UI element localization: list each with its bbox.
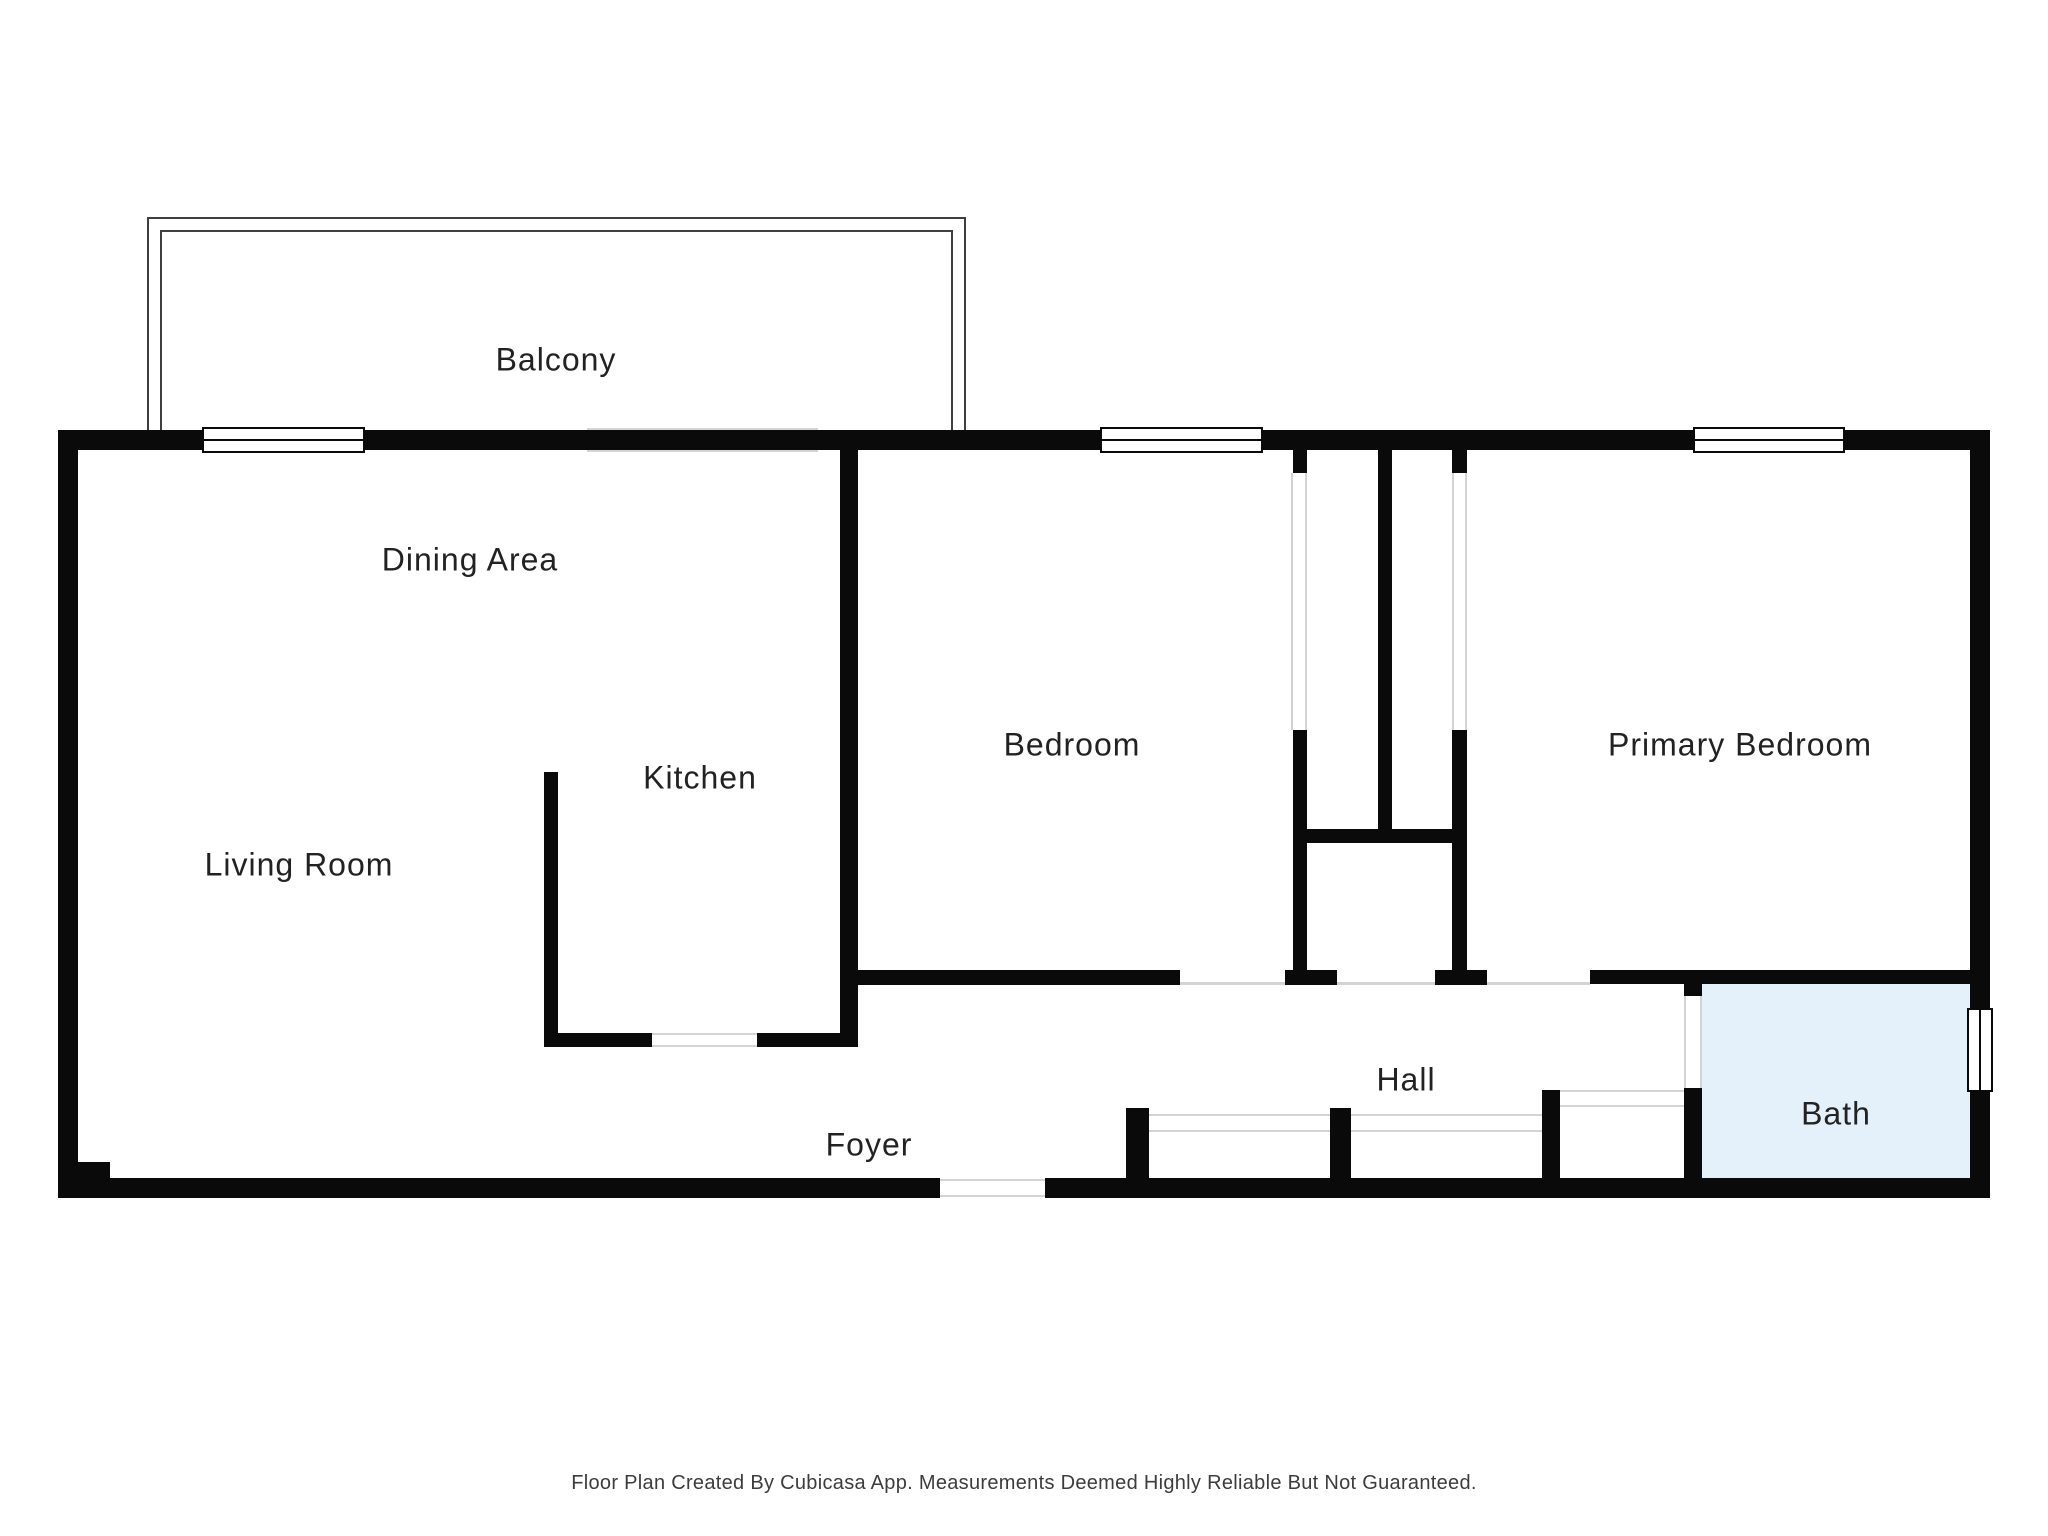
hall-closet-door [1351, 1114, 1542, 1116]
room-label-hall: Hall [1376, 1061, 1436, 1098]
window-bedroom [1100, 427, 1263, 453]
window-bath [1967, 1008, 1993, 1092]
room-label-bedroom: Bedroom [1003, 726, 1141, 763]
wall-kitchen-left [544, 772, 558, 1047]
wall-bedroom-bottom [858, 970, 1180, 985]
exterior-wall-right [1970, 1092, 1990, 1198]
wall-closet-center [1378, 450, 1392, 843]
primary-closet-door [1465, 473, 1467, 730]
wall-bath-left [1684, 1088, 1702, 1198]
balcony-outline-inner [160, 230, 953, 440]
window-living-room [202, 427, 365, 453]
window-primary-bedroom [1693, 427, 1845, 453]
bedroom-closet-door [1291, 473, 1293, 730]
wall-hall-closet-stub [1542, 1090, 1560, 1178]
bath-door-opening [1684, 996, 1686, 1088]
hall-closet-door [1560, 1105, 1684, 1107]
exterior-wall-bottom [58, 1178, 940, 1198]
wall-kitchen-bottom [757, 1033, 858, 1047]
room-label-balcony: Balcony [495, 341, 617, 378]
primary-closet-door [1452, 473, 1454, 730]
wall-bedroom-door-jamb [1285, 970, 1337, 985]
kitchen-opening [652, 1045, 757, 1047]
bath-floor-fill [1702, 984, 1970, 1178]
wall-primary-closet [1452, 450, 1467, 473]
hall-closet-door [1560, 1090, 1684, 1092]
exterior-wall-bottom [1045, 1178, 1990, 1198]
room-label-kitchen: Kitchen [643, 759, 757, 796]
kitchen-opening [652, 1033, 757, 1035]
wall-hall-north [1590, 970, 1990, 984]
room-label-dining-area: Dining Area [381, 541, 559, 578]
exterior-wall-corner-step [78, 1162, 110, 1178]
hall-boundary-line [1180, 982, 1590, 985]
balcony-outline-outer [147, 217, 966, 440]
wall-dining-bedroom [840, 450, 858, 1047]
entry-door-opening [940, 1195, 1045, 1197]
room-label-living-room: Living Room [204, 846, 394, 883]
room-label-foyer: Foyer [825, 1126, 913, 1163]
wall-bedroom-closet [1293, 730, 1307, 970]
bath-door-opening [1700, 996, 1702, 1088]
entry-door-opening [940, 1179, 1045, 1181]
balcony-door-opening [587, 450, 818, 452]
room-label-bath: Bath [1801, 1095, 1871, 1132]
room-label-primary-bedroom: Primary Bedroom [1608, 726, 1872, 763]
footer-disclaimer: Floor Plan Created By Cubicasa App. Meas… [571, 1472, 1477, 1494]
balcony-door-opening [587, 428, 818, 430]
wall-bath-left [1684, 984, 1702, 996]
bedroom-closet-door [1305, 473, 1307, 730]
wall-hall-closet-stub [1126, 1108, 1149, 1178]
wall-kitchen-bottom [544, 1033, 652, 1047]
exterior-wall-left [58, 450, 78, 1198]
wall-hall-closet-stub [1330, 1108, 1351, 1178]
hall-closet-door [1351, 1130, 1542, 1132]
exterior-wall-right [1970, 450, 1990, 1008]
hall-closet-door [1149, 1114, 1330, 1116]
wall-primary-door-jamb [1435, 970, 1487, 985]
hall-closet-door [1149, 1130, 1330, 1132]
wall-bedroom-closet [1293, 450, 1307, 473]
exterior-wall-top [58, 430, 1990, 450]
wall-primary-closet [1452, 730, 1467, 970]
wall-closet-bottom [1293, 829, 1467, 843]
